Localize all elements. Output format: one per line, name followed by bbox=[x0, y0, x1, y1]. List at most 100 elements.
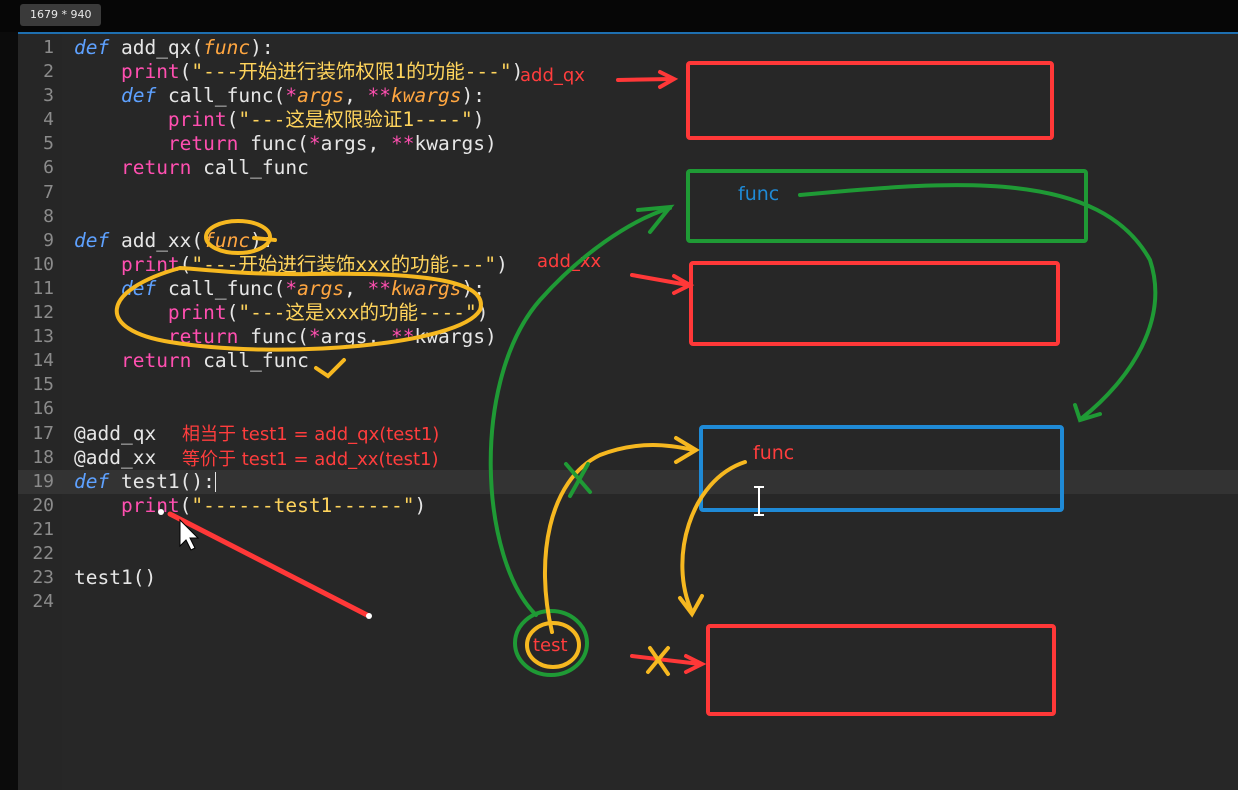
code-token: kwargs) bbox=[414, 132, 497, 156]
code-text: return func(*args, **kwargs) bbox=[74, 132, 497, 156]
line-number: 13 bbox=[32, 326, 54, 348]
func-blue-box: func bbox=[699, 425, 1064, 512]
line-number: 18 bbox=[32, 446, 54, 468]
code-line[interactable]: 16 bbox=[18, 397, 1238, 421]
code-token: test1(): bbox=[109, 469, 215, 493]
code-text: return call_func bbox=[74, 349, 309, 373]
code-line[interactable]: 8 bbox=[18, 205, 1238, 229]
code-token: def bbox=[74, 469, 110, 493]
line-number: 3 bbox=[43, 85, 54, 107]
code-token: def bbox=[74, 228, 110, 252]
label-test: test bbox=[533, 635, 568, 656]
code-token: call_func( bbox=[156, 276, 286, 300]
code-line[interactable]: 3 def call_func(*args, **kwargs): bbox=[18, 84, 1238, 108]
code-token: test1() bbox=[74, 566, 157, 590]
code-token bbox=[74, 277, 121, 300]
code-token bbox=[74, 156, 121, 179]
code-token: func( bbox=[238, 325, 309, 349]
code-token: return bbox=[167, 325, 239, 349]
code-token: args bbox=[297, 84, 345, 108]
code-token: print bbox=[167, 301, 227, 325]
code-token bbox=[74, 301, 168, 324]
line-number: 2 bbox=[43, 61, 54, 83]
label-add-qx: add_qx bbox=[520, 65, 585, 86]
code-token: "---这是权限验证1----" bbox=[238, 108, 473, 132]
code-token: ** bbox=[367, 84, 392, 108]
code-token: kwargs bbox=[391, 84, 462, 108]
code-token: * bbox=[308, 325, 321, 349]
annotation-note-line17: 相当于 test1 = add_qx(test1) bbox=[182, 424, 440, 445]
code-token: ) bbox=[496, 252, 508, 276]
code-token: @add_xx bbox=[74, 445, 157, 469]
line-number: 14 bbox=[32, 350, 54, 372]
code-line[interactable]: 17 @add_qx bbox=[18, 422, 1238, 446]
code-text: print("---这是xxx的功能----") bbox=[74, 301, 489, 325]
code-token: add_xx( bbox=[109, 228, 204, 252]
line-number: 19 bbox=[32, 470, 54, 492]
code-line[interactable]: 4 print("---这是权限验证1----") bbox=[18, 108, 1238, 132]
code-line[interactable]: 24 bbox=[18, 590, 1238, 614]
code-text: print("---开始进行装饰权限1的功能---") bbox=[74, 60, 523, 84]
code-token: ): bbox=[250, 36, 274, 59]
code-token bbox=[74, 108, 168, 131]
code-token bbox=[74, 325, 168, 348]
code-token: return bbox=[120, 156, 192, 180]
code-token bbox=[74, 60, 121, 83]
code-line[interactable]: 6 return call_func bbox=[18, 156, 1238, 180]
code-line[interactable]: 14 return call_func bbox=[18, 349, 1238, 373]
line-number: 15 bbox=[32, 374, 54, 396]
code-token: args bbox=[297, 276, 345, 300]
code-line[interactable]: 21 bbox=[18, 518, 1238, 542]
code-token: args, bbox=[320, 132, 392, 156]
code-token: ( bbox=[179, 60, 192, 84]
code-token: ): bbox=[250, 228, 274, 252]
code-token: * bbox=[285, 276, 298, 300]
code-token: func( bbox=[238, 132, 309, 156]
code-token bbox=[74, 84, 121, 107]
code-token: "---开始进行装饰xxx的功能---" bbox=[191, 252, 497, 276]
func-blue-label: func bbox=[753, 442, 795, 464]
code-token: ): bbox=[461, 84, 485, 108]
line-number: 23 bbox=[32, 567, 54, 589]
code-token: * bbox=[308, 132, 321, 156]
code-text: return func(*args, **kwargs) bbox=[74, 325, 497, 349]
code-text: def test1(): bbox=[74, 470, 216, 494]
code-token: ) bbox=[472, 108, 485, 132]
code-token bbox=[74, 349, 121, 372]
code-line[interactable]: 23 test1() bbox=[18, 566, 1238, 590]
code-token: print bbox=[120, 252, 180, 276]
code-token: add_qx( bbox=[109, 36, 204, 59]
line-number: 11 bbox=[32, 277, 54, 299]
code-token: , bbox=[344, 276, 368, 300]
code-line[interactable]: 15 bbox=[18, 373, 1238, 397]
code-token: "---这是xxx的功能----" bbox=[238, 301, 477, 325]
line-number-gutter bbox=[18, 34, 62, 790]
line-number: 6 bbox=[43, 157, 54, 179]
code-token: ( bbox=[179, 493, 192, 517]
code-text: return call_func bbox=[74, 156, 309, 180]
code-line[interactable]: 2 print("---开始进行装饰权限1的功能---") bbox=[18, 60, 1238, 84]
code-line[interactable]: 18 @add_xx bbox=[18, 446, 1238, 470]
code-line[interactable]: 20 print("------test1------") bbox=[18, 494, 1238, 518]
code-token: kwargs) bbox=[414, 325, 497, 349]
code-line[interactable]: 22 bbox=[18, 542, 1238, 566]
code-token: call_func( bbox=[156, 84, 286, 108]
code-token bbox=[74, 132, 168, 155]
code-token: "---开始进行装饰权限1的功能---" bbox=[191, 60, 512, 84]
line-number: 17 bbox=[32, 422, 54, 444]
code-token: ) bbox=[511, 60, 524, 84]
add-qx-box bbox=[686, 61, 1054, 140]
code-text: def add_xx(func): bbox=[74, 229, 274, 253]
code-line[interactable]: 5 return func(*args, **kwargs) bbox=[18, 132, 1238, 156]
line-number: 24 bbox=[32, 591, 54, 613]
code-token: ( bbox=[226, 301, 239, 325]
text-caret bbox=[214, 472, 216, 493]
line-number: 7 bbox=[43, 181, 54, 203]
code-token: ( bbox=[226, 108, 239, 132]
line-number: 1 bbox=[43, 37, 54, 58]
code-line[interactable]: 7 bbox=[18, 181, 1238, 205]
code-token: @add_qx bbox=[74, 421, 157, 445]
line-number: 10 bbox=[32, 253, 54, 275]
code-token: return bbox=[120, 349, 192, 373]
